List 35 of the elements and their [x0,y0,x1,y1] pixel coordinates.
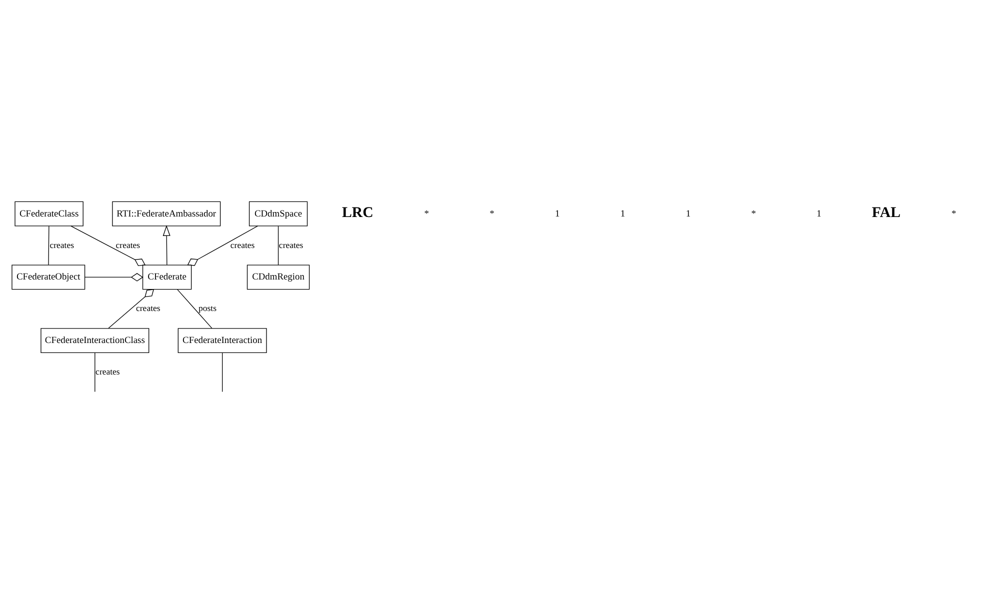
connector [222,352,223,392]
label: 1 [686,209,691,220]
connector [177,289,212,329]
label: 1 [816,209,822,220]
edge-label: creates [230,240,255,250]
edge-label: creates [96,366,120,377]
connector [278,226,279,266]
connector [84,273,144,282]
connector [70,226,146,266]
label: 1 [555,209,560,220]
edge-label: creates [116,240,140,250]
edge-label: creates [50,240,74,250]
connector [108,289,154,329]
node-box: CFederateInteraction [178,328,267,354]
node-box: CDdmRegion [246,264,310,290]
label: * [424,209,429,220]
node-box: CDdmSpace [248,201,308,226]
node-box: CFederateObject [12,264,86,290]
connector [187,226,258,266]
node-box: RTI::FederateAmbassador [112,201,221,226]
edge-label: creates [278,240,304,250]
connector [94,352,96,392]
label: 1 [620,209,626,220]
label: * [751,209,756,220]
label: LRC [342,204,374,221]
label: * [490,209,494,220]
connector [48,226,50,266]
node-box: CFederate [142,264,192,290]
edge-label: posts [198,303,216,314]
label: FAL [872,204,900,221]
edge-label: creates [136,303,160,314]
arrow [162,225,170,266]
node-box: CFederateInteractionClass [40,328,150,354]
label: * [951,209,956,220]
node-box: CFederateClass [14,201,84,226]
